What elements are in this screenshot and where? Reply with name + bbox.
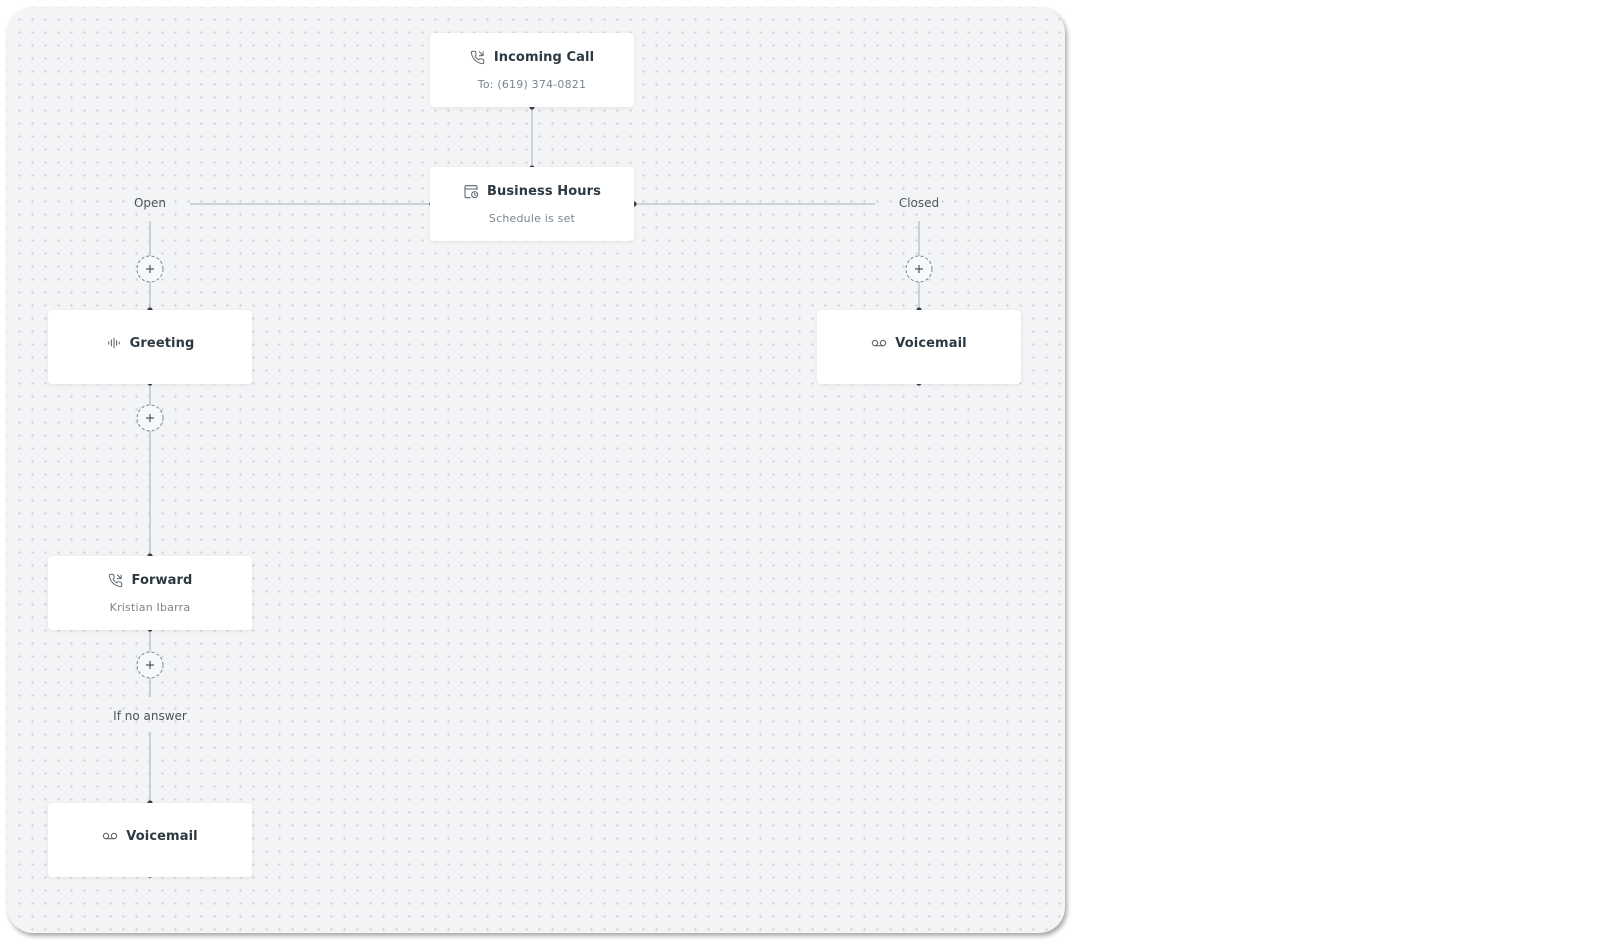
- plus-icon: [146, 265, 154, 273]
- phone-icon: [470, 49, 486, 65]
- node-forward[interactable]: Forward Kristian Ibarra: [48, 556, 252, 630]
- node-title: Voicemail: [126, 828, 198, 844]
- node-subtitle: Kristian Ibarra: [109, 601, 191, 614]
- node-subtitle: To: (619) 374-0821: [477, 78, 587, 91]
- plus-icon: [146, 661, 154, 669]
- node-voicemail-closed[interactable]: Voicemail: [817, 310, 1021, 384]
- node-incoming-call[interactable]: Incoming Call To: (619) 374-0821: [430, 33, 634, 107]
- plus-icon: [146, 414, 154, 422]
- audio-wave-icon: [106, 335, 122, 351]
- add-step-button-open[interactable]: [136, 255, 164, 283]
- calendar-clock-icon: [463, 183, 479, 199]
- connectors: [136, 104, 933, 878]
- node-voicemail-no-answer[interactable]: Voicemail: [48, 803, 252, 877]
- add-step-button-after-greeting[interactable]: [136, 404, 164, 432]
- node-subtitle: Schedule is set: [488, 212, 576, 225]
- node-title: Voicemail: [895, 335, 967, 351]
- plus-icon: [915, 265, 923, 273]
- add-step-button-after-forward[interactable]: [136, 651, 164, 679]
- flow-canvas: Open Closed If no answer Incoming Call T…: [7, 7, 1065, 933]
- phone-icon: [108, 572, 124, 588]
- branch-label-closed: Closed: [898, 196, 940, 210]
- node-title: Business Hours: [486, 183, 602, 199]
- voicemail-icon: [871, 335, 887, 351]
- node-business-hours[interactable]: Business Hours Schedule is set: [430, 167, 634, 241]
- node-title: Greeting: [129, 335, 195, 351]
- node-title: Incoming Call: [493, 49, 595, 65]
- voicemail-icon: [102, 828, 118, 844]
- branch-label-open: Open: [133, 196, 167, 210]
- branch-label-no-answer: If no answer: [113, 709, 187, 723]
- node-title: Forward: [131, 572, 193, 588]
- add-step-button-closed[interactable]: [905, 255, 933, 283]
- node-greeting[interactable]: Greeting: [48, 310, 252, 384]
